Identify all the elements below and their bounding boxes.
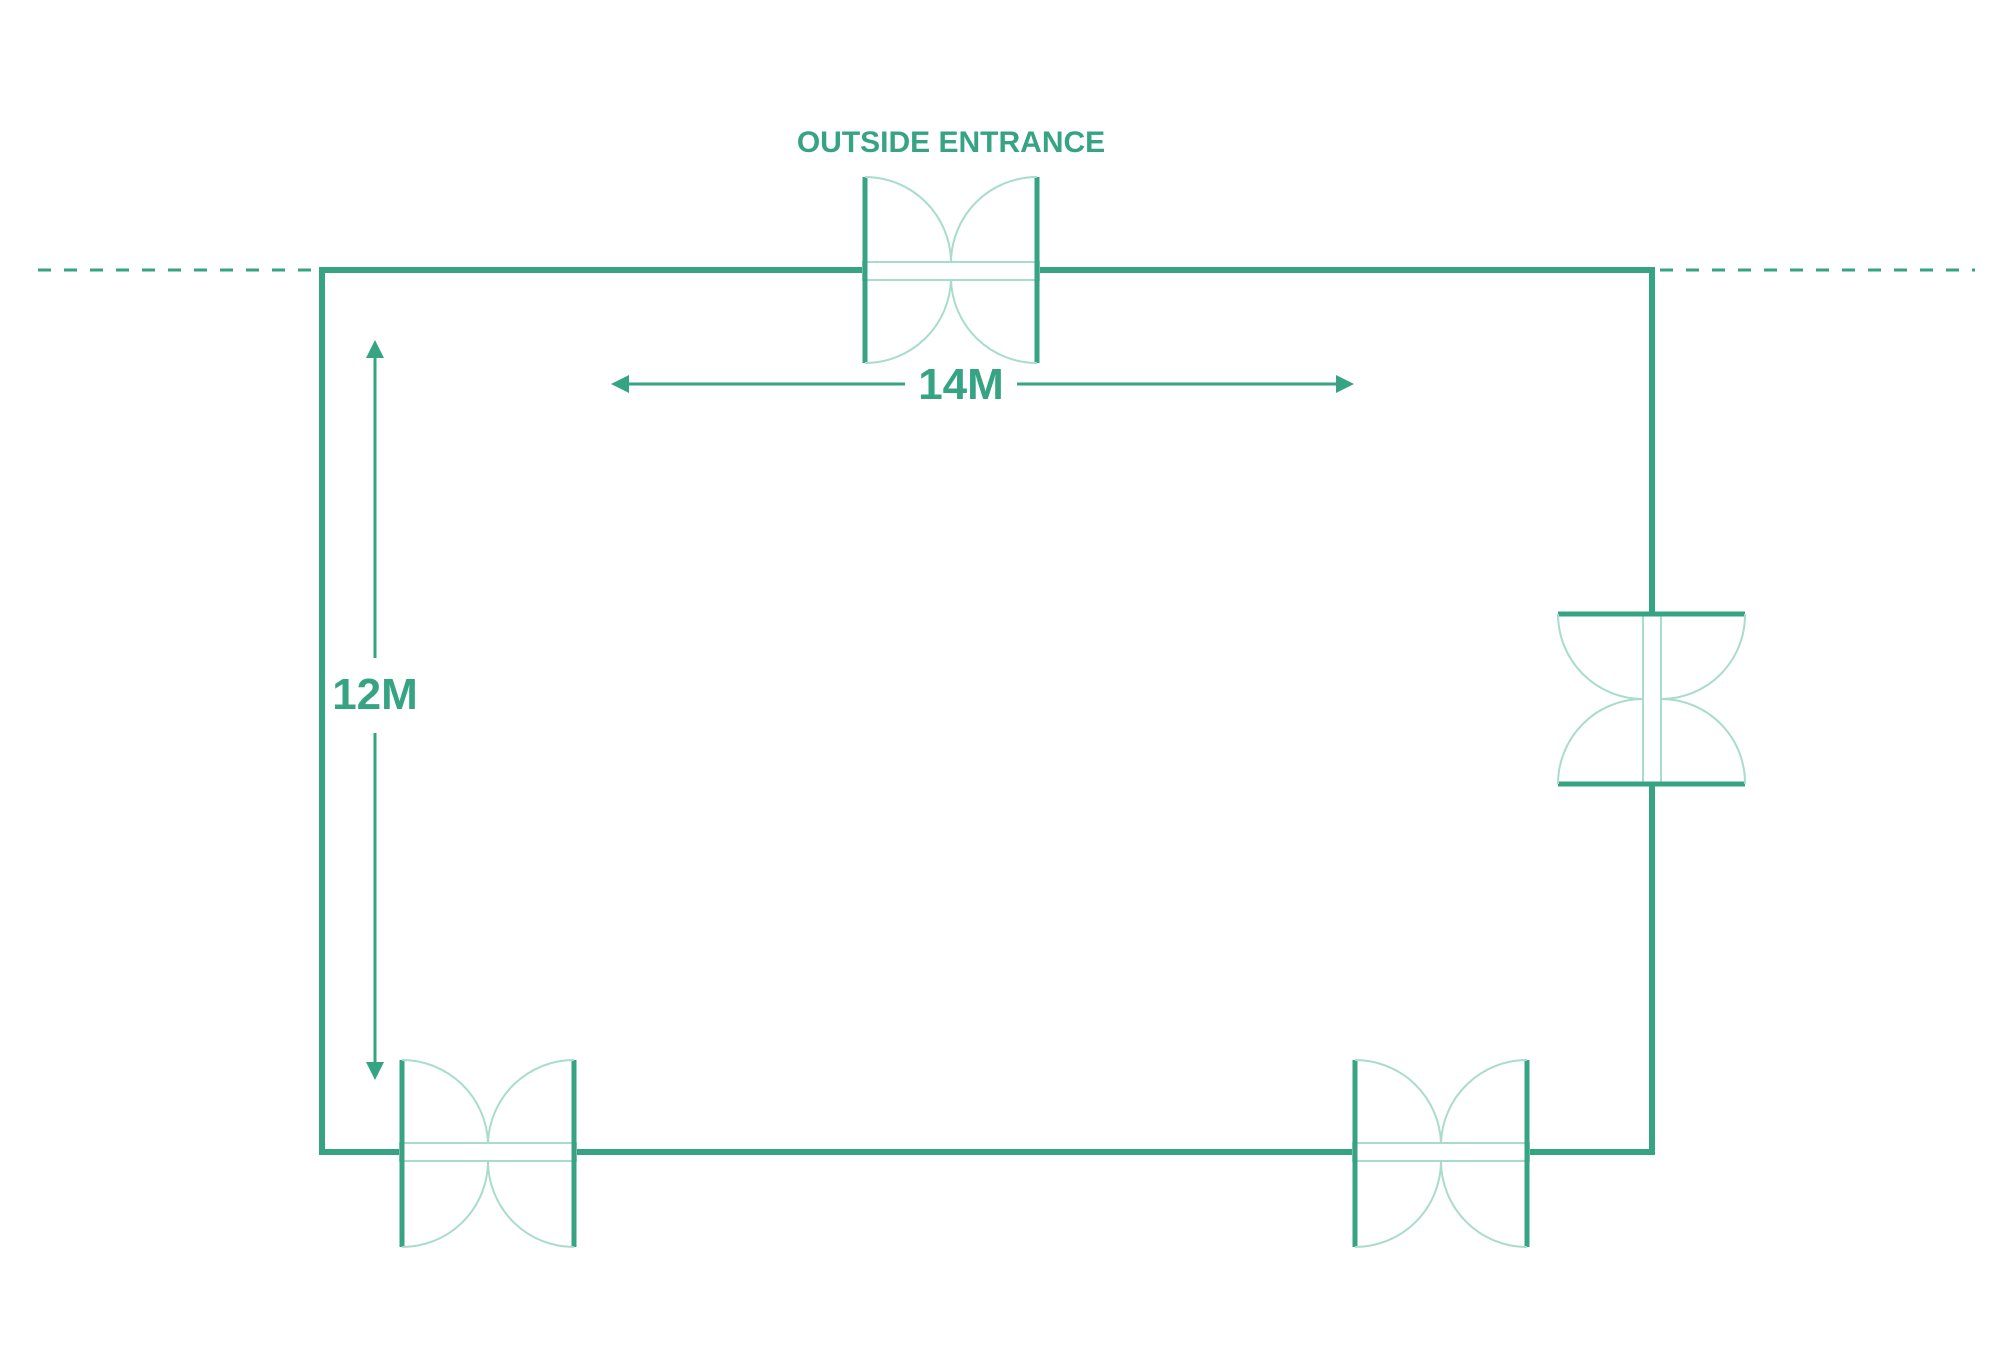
bottom-left-double-door bbox=[399, 1059, 577, 1248]
width-dimension: 14M bbox=[611, 360, 1354, 409]
arrow-right-icon bbox=[1336, 375, 1354, 393]
arrow-up-icon bbox=[366, 340, 384, 358]
height-dimension: 12M bbox=[332, 340, 418, 1080]
width-label: 14M bbox=[918, 360, 1004, 409]
top-double-door bbox=[862, 176, 1040, 364]
right-double-door bbox=[1557, 611, 1747, 787]
arrow-down-icon bbox=[366, 1062, 384, 1080]
entrance-label: OUTSIDE ENTRANCE bbox=[797, 126, 1105, 159]
bottom-right-double-door bbox=[1352, 1059, 1530, 1248]
arrow-left-icon bbox=[611, 375, 629, 393]
height-label: 12M bbox=[332, 670, 418, 719]
